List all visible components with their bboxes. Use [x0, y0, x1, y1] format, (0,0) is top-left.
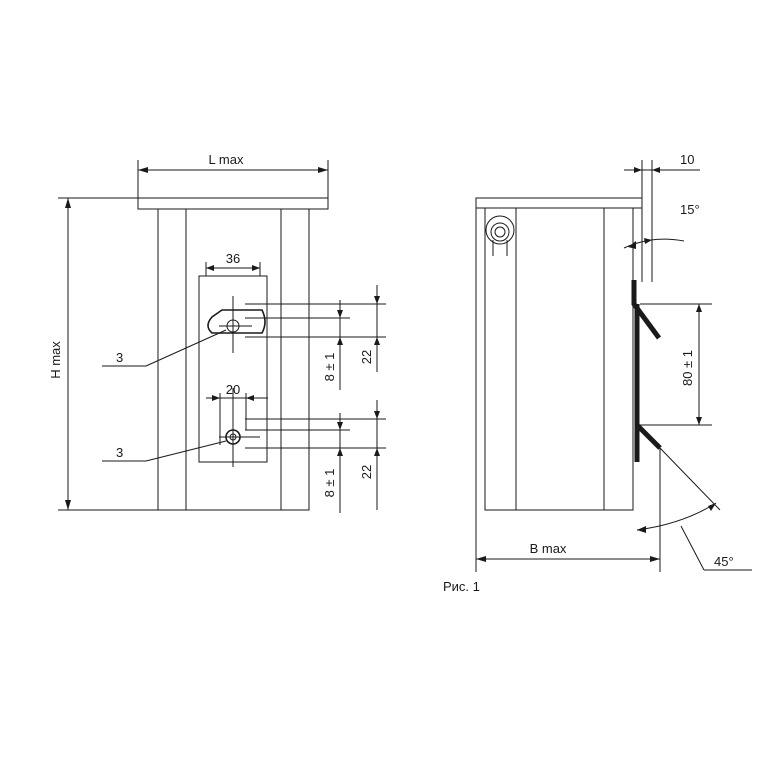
bolt-head-outer	[485, 215, 515, 245]
angle45-leader	[680, 525, 705, 571]
angle45-arrow-right	[708, 503, 716, 511]
top-keyhole-slot	[207, 309, 266, 334]
dim36-arrow-right	[252, 265, 260, 271]
bottom-spacing-label: 22	[359, 465, 374, 479]
bottom-callout-label: 3	[116, 445, 123, 460]
angle45-label: 45°	[714, 554, 734, 569]
front-top-cap	[137, 197, 329, 210]
angle45-arrow-left	[637, 526, 646, 533]
bmax-arrow-right	[650, 556, 660, 562]
dim20-label: 20	[226, 382, 240, 397]
dim80-arrow-top	[696, 304, 702, 312]
top-spacing-arrow-1	[374, 296, 380, 304]
angle15-arrow-right	[644, 238, 652, 244]
angle15-arrow-left	[628, 241, 636, 249]
dim80-label: 80 ± 1	[680, 350, 695, 386]
top-offset-arrow-2	[337, 337, 343, 345]
bmax-arrow-left	[476, 556, 486, 562]
dim10-arrow-right	[652, 167, 660, 173]
dim20-arrow-right	[246, 395, 254, 401]
dim80-arrow-bottom	[696, 417, 702, 425]
bottom-callout-leader	[145, 440, 227, 462]
dim10-label: 10	[680, 152, 694, 167]
angle15-label: 15°	[680, 202, 700, 217]
top-offset-arrow-1	[337, 310, 343, 318]
side-body	[484, 207, 634, 511]
top-spacing-arrow-2	[374, 337, 380, 345]
plate-bottom-bend	[635, 423, 662, 450]
front-view: L max H max 36 20 3 3	[48, 152, 386, 513]
angle45-arc	[636, 502, 717, 531]
lmax-arrow-right	[318, 167, 328, 173]
top-offset-label: 8 ± 1	[322, 353, 337, 382]
bolt-head-ring	[490, 222, 510, 242]
bolt-head-inner	[494, 226, 506, 238]
lmax-label: L max	[209, 152, 244, 167]
hmax-arrow-bottom	[65, 500, 71, 510]
side-view: 10 15° 80 ± 1 45° B max	[475, 152, 752, 572]
dim10-arrow-left	[634, 167, 642, 173]
plate-top-bend	[631, 280, 662, 340]
top-callout-label: 3	[116, 350, 123, 365]
top-spacing-label: 22	[359, 350, 374, 364]
bottom-offset-label: 8 ± 1	[322, 469, 337, 498]
bottom-spacing-arrow-2	[374, 448, 380, 456]
side-top-cap	[475, 197, 643, 209]
angle15-arc	[623, 238, 685, 249]
figure-caption: Рис. 1	[443, 579, 480, 594]
dim20-arrow-left	[212, 395, 220, 401]
angle45-extension	[659, 447, 721, 511]
bottom-offset-arrow-2	[337, 448, 343, 456]
top-callout-leader	[145, 329, 227, 367]
bottom-offset-arrow-1	[337, 422, 343, 430]
front-body	[157, 208, 310, 511]
hmax-arrow-top	[65, 198, 71, 208]
dim36-label: 36	[226, 251, 240, 266]
bmax-label: B max	[530, 541, 567, 556]
lmax-arrow-left	[138, 167, 148, 173]
dim36-arrow-left	[206, 265, 214, 271]
bottom-spacing-arrow-1	[374, 411, 380, 419]
hmax-label: H max	[48, 341, 63, 379]
